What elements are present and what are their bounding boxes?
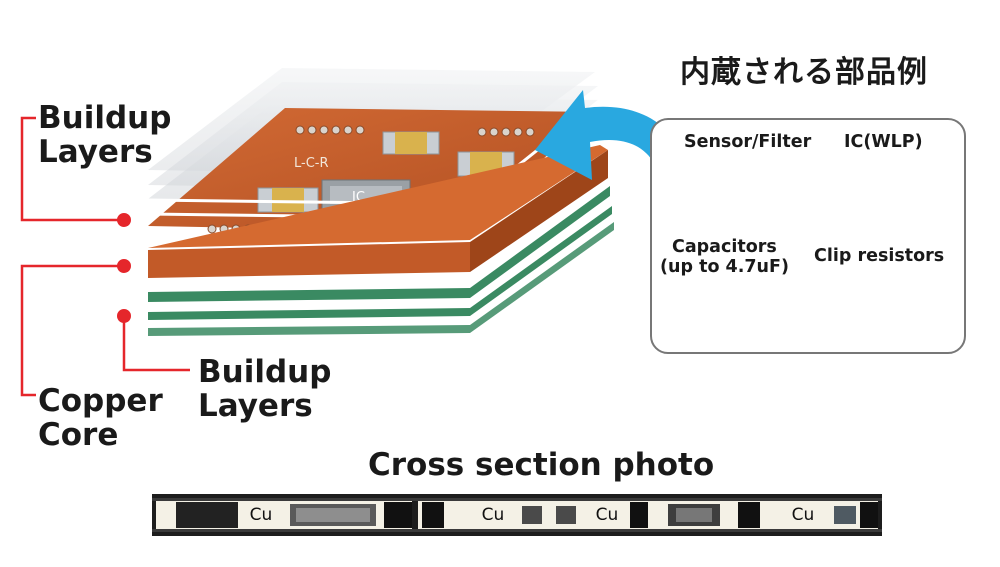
title-japanese: 内蔵される部品例 bbox=[680, 55, 928, 90]
label-buildup-layers-top-line1: Buildup bbox=[38, 100, 172, 136]
label-copper-core-line2: Core bbox=[38, 417, 119, 453]
label-buildup-layers-bottom-line2: Layers bbox=[198, 388, 313, 424]
leader-dots bbox=[117, 213, 131, 323]
leader-lines bbox=[20, 116, 190, 397]
buildup-layer-bottom-1 bbox=[148, 186, 610, 302]
cu-label: Cu bbox=[470, 505, 516, 525]
embed-arrow-icon bbox=[535, 90, 691, 212]
pcb-stack: L-C-R IC bbox=[147, 68, 614, 336]
board-mark-lcr: L-C-R bbox=[294, 156, 329, 171]
buildup-layer-bottom-2 bbox=[148, 206, 612, 320]
label-buildup-layers-bottom-line1: Buildup bbox=[198, 354, 332, 390]
embedded-components-box bbox=[650, 118, 966, 354]
leader-buildup-bottom bbox=[122, 316, 190, 372]
cu-label: Cu bbox=[238, 505, 284, 525]
leader-buildup-top bbox=[20, 116, 122, 222]
label-capacitors: Capacitors bbox=[672, 237, 777, 257]
copper-core-front bbox=[148, 242, 470, 278]
label-sensor-filter: Sensor/Filter bbox=[684, 132, 812, 152]
buildup-layer-bottom-3 bbox=[148, 222, 614, 336]
copper-core-side bbox=[470, 150, 608, 272]
label-clip-resistors: Clip resistors bbox=[814, 246, 945, 266]
copper-core-top bbox=[148, 145, 608, 248]
label-ic-wlp: IC(WLP) bbox=[844, 132, 923, 152]
label-capacitors-rating: (up to 4.7uF) bbox=[660, 257, 789, 277]
cu-label: Cu bbox=[584, 505, 630, 525]
label-buildup-layers-top-line2: Layers bbox=[38, 134, 153, 170]
cross-section-title: Cross section photo bbox=[368, 447, 715, 483]
label-copper-core-line1: Copper bbox=[38, 383, 163, 419]
leader-copper-core bbox=[20, 264, 122, 397]
cu-label: Cu bbox=[780, 505, 826, 525]
